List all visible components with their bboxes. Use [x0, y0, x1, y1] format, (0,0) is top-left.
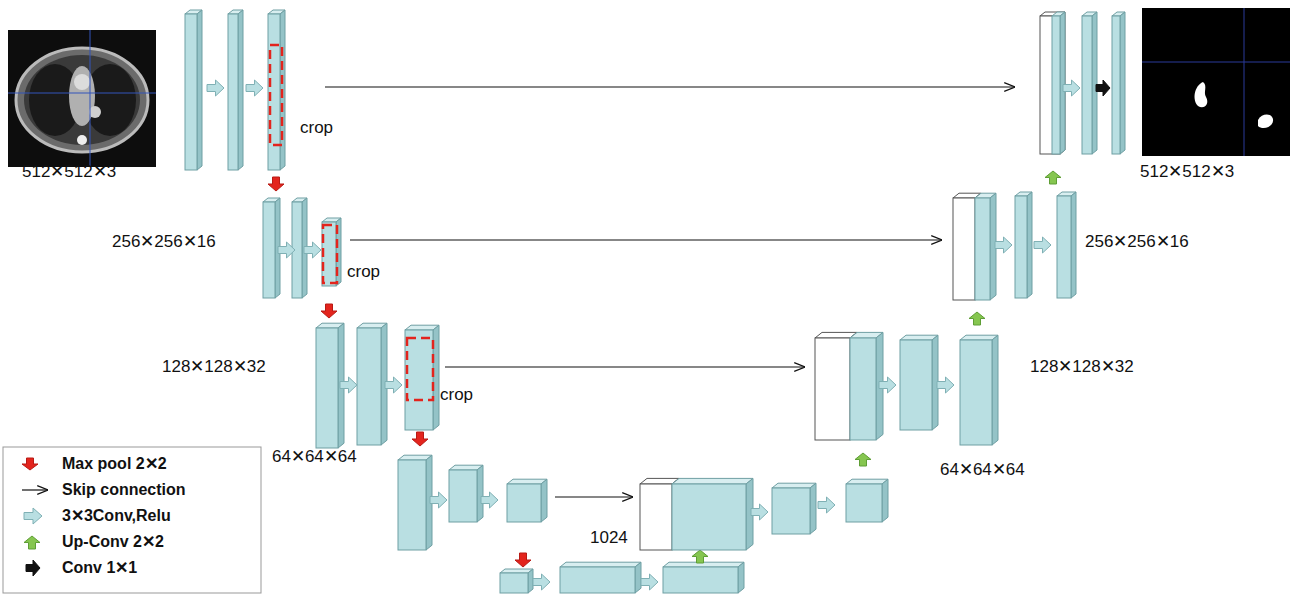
upconv-arrow — [969, 312, 985, 325]
crop-box — [323, 225, 337, 283]
feature-map — [772, 483, 816, 534]
conv-arrow — [1034, 237, 1051, 253]
dimension-label: 256✕256✕16 — [112, 233, 216, 252]
conv-arrow — [304, 242, 321, 258]
feature-map — [960, 335, 998, 445]
skip-connection — [350, 239, 942, 240]
dimension-label: 64✕64✕64 — [940, 461, 1025, 480]
legend-text: Max pool 2✕2 — [62, 455, 167, 473]
conv-arrow — [641, 574, 658, 590]
legend-frame — [3, 447, 261, 593]
feature-map — [268, 10, 285, 170]
skip-connection — [445, 366, 805, 367]
legend-text: 3✕3Conv,Relu — [62, 507, 171, 525]
conv-arrow — [207, 80, 224, 96]
feature-map — [405, 325, 439, 430]
dimension-label: 64✕64✕64 — [272, 448, 357, 467]
conv-arrow — [246, 80, 263, 96]
feature-map — [322, 218, 341, 286]
conv-arrow — [278, 242, 295, 258]
dimension-label: 128✕128✕32 — [1030, 358, 1134, 377]
conv-arrow — [340, 377, 357, 393]
conv-arrow — [430, 492, 447, 508]
dimension-label: 256✕256✕16 — [1085, 233, 1189, 252]
feature-map — [398, 455, 432, 550]
upconv-arrow — [855, 453, 871, 466]
feature-map — [1040, 12, 1065, 154]
feature-map — [846, 479, 888, 522]
feature-map — [1057, 192, 1076, 298]
feature-map — [1112, 12, 1125, 154]
feature-map — [663, 562, 744, 593]
maxpool-arrow — [412, 432, 428, 446]
dimension-label: 128✕128✕32 — [162, 358, 266, 377]
legend-conv — [24, 508, 42, 524]
upconv-arrow — [692, 550, 708, 563]
legend-upconv — [24, 536, 40, 549]
feature-map — [228, 10, 243, 170]
conv-arrow — [937, 377, 954, 393]
legend-maxpool — [22, 458, 38, 470]
conv-arrow — [481, 492, 498, 508]
feature-map — [185, 10, 202, 170]
maxpool-arrow — [321, 304, 337, 318]
feature-map — [900, 335, 938, 430]
legend-conv1x1 — [26, 560, 40, 576]
crop-label: crop — [347, 263, 380, 282]
legend-text: Up-Conv 2✕2 — [62, 533, 164, 551]
mask-image — [1142, 8, 1290, 156]
crop-label: crop — [300, 119, 333, 138]
conv-arrow — [879, 377, 896, 393]
skip-connection — [555, 496, 633, 497]
legend-skip — [22, 489, 48, 490]
feature-map — [672, 478, 753, 550]
skip-connection — [325, 86, 1015, 87]
feature-map — [1015, 192, 1032, 298]
legend-text: Conv 1✕1 — [62, 559, 137, 577]
ct-image — [8, 30, 156, 167]
conv-arrow — [1063, 80, 1080, 96]
crop-label: crop — [440, 386, 473, 405]
conv-arrow — [818, 497, 835, 513]
feature-map — [850, 332, 883, 440]
feature-map — [507, 479, 547, 522]
feature-map — [1082, 12, 1097, 154]
maxpool-arrow — [515, 553, 531, 567]
feature-map — [263, 198, 280, 298]
legend-text: Skip connection — [62, 481, 186, 499]
feature-map — [1052, 12, 1065, 154]
feature-map — [560, 562, 641, 593]
conv-arrow — [751, 504, 768, 520]
feature-map — [975, 193, 996, 300]
dimension-label: 512✕512✕3 — [1140, 163, 1234, 182]
dimension-label: 512✕512✕3 — [22, 163, 116, 182]
feature-map — [449, 465, 483, 522]
upconv-arrow — [1045, 171, 1061, 184]
conv-arrow — [995, 237, 1012, 253]
conv-arrow — [385, 377, 402, 393]
conv1x1-arrow — [1096, 80, 1110, 96]
conv-arrow — [533, 574, 550, 590]
maxpool-arrow — [268, 177, 284, 191]
channel-label: 1024 — [590, 529, 628, 548]
crop-box — [270, 45, 282, 145]
crop-box — [407, 338, 433, 400]
feature-map — [500, 569, 533, 593]
feature-map — [357, 323, 387, 445]
